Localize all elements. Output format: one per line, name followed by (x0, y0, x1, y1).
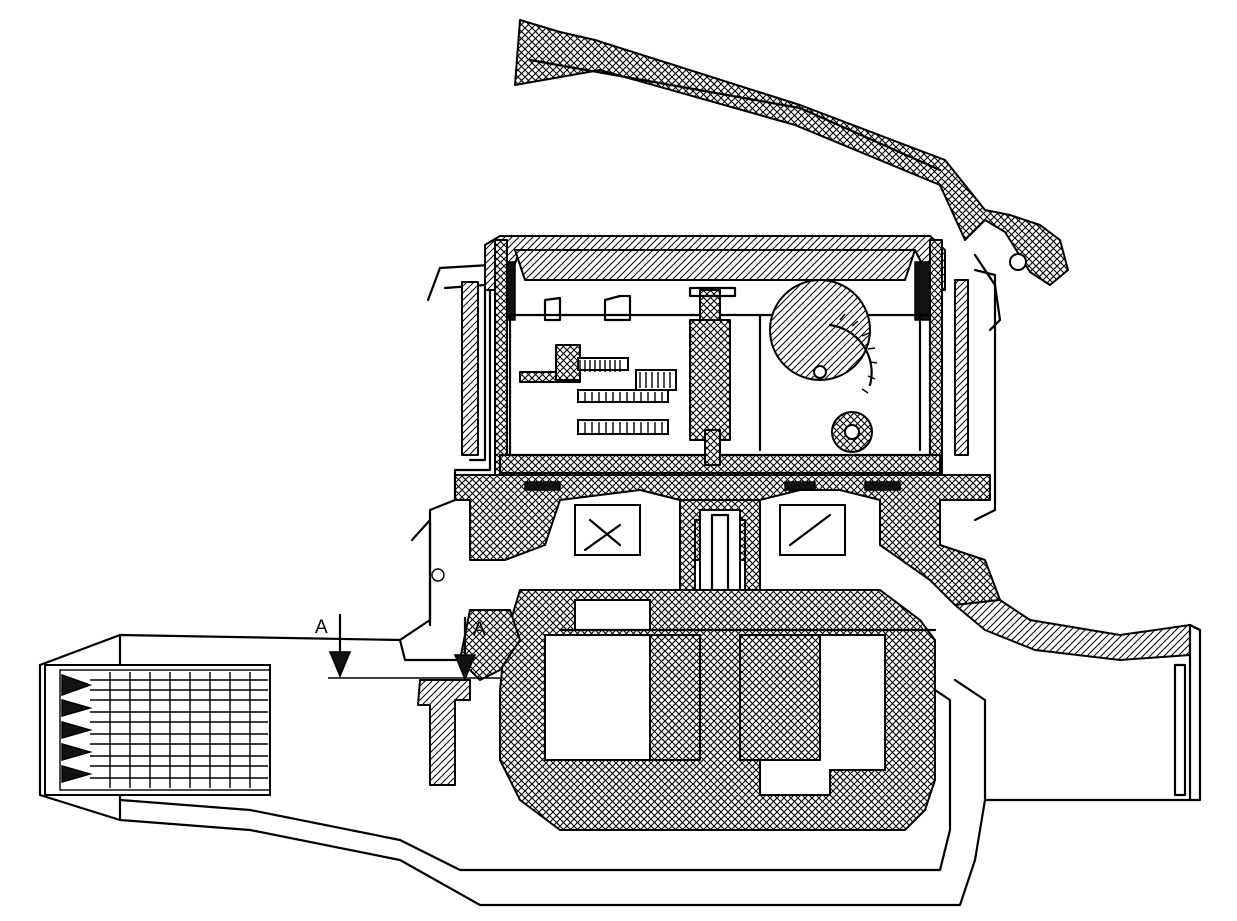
section-label-left: A (315, 617, 328, 638)
section-label-right: A (473, 619, 486, 640)
dial-wheel (758, 279, 922, 453)
hinge-pin (1009, 253, 1027, 271)
strainer (44, 664, 271, 796)
hinged-lid (514, 19, 1069, 332)
measuring-chamber (499, 589, 937, 831)
section-indicator-right: A (453, 616, 486, 681)
section-indicator-left: A (315, 613, 352, 678)
register-housing (426, 235, 997, 622)
gear-train (519, 286, 737, 466)
